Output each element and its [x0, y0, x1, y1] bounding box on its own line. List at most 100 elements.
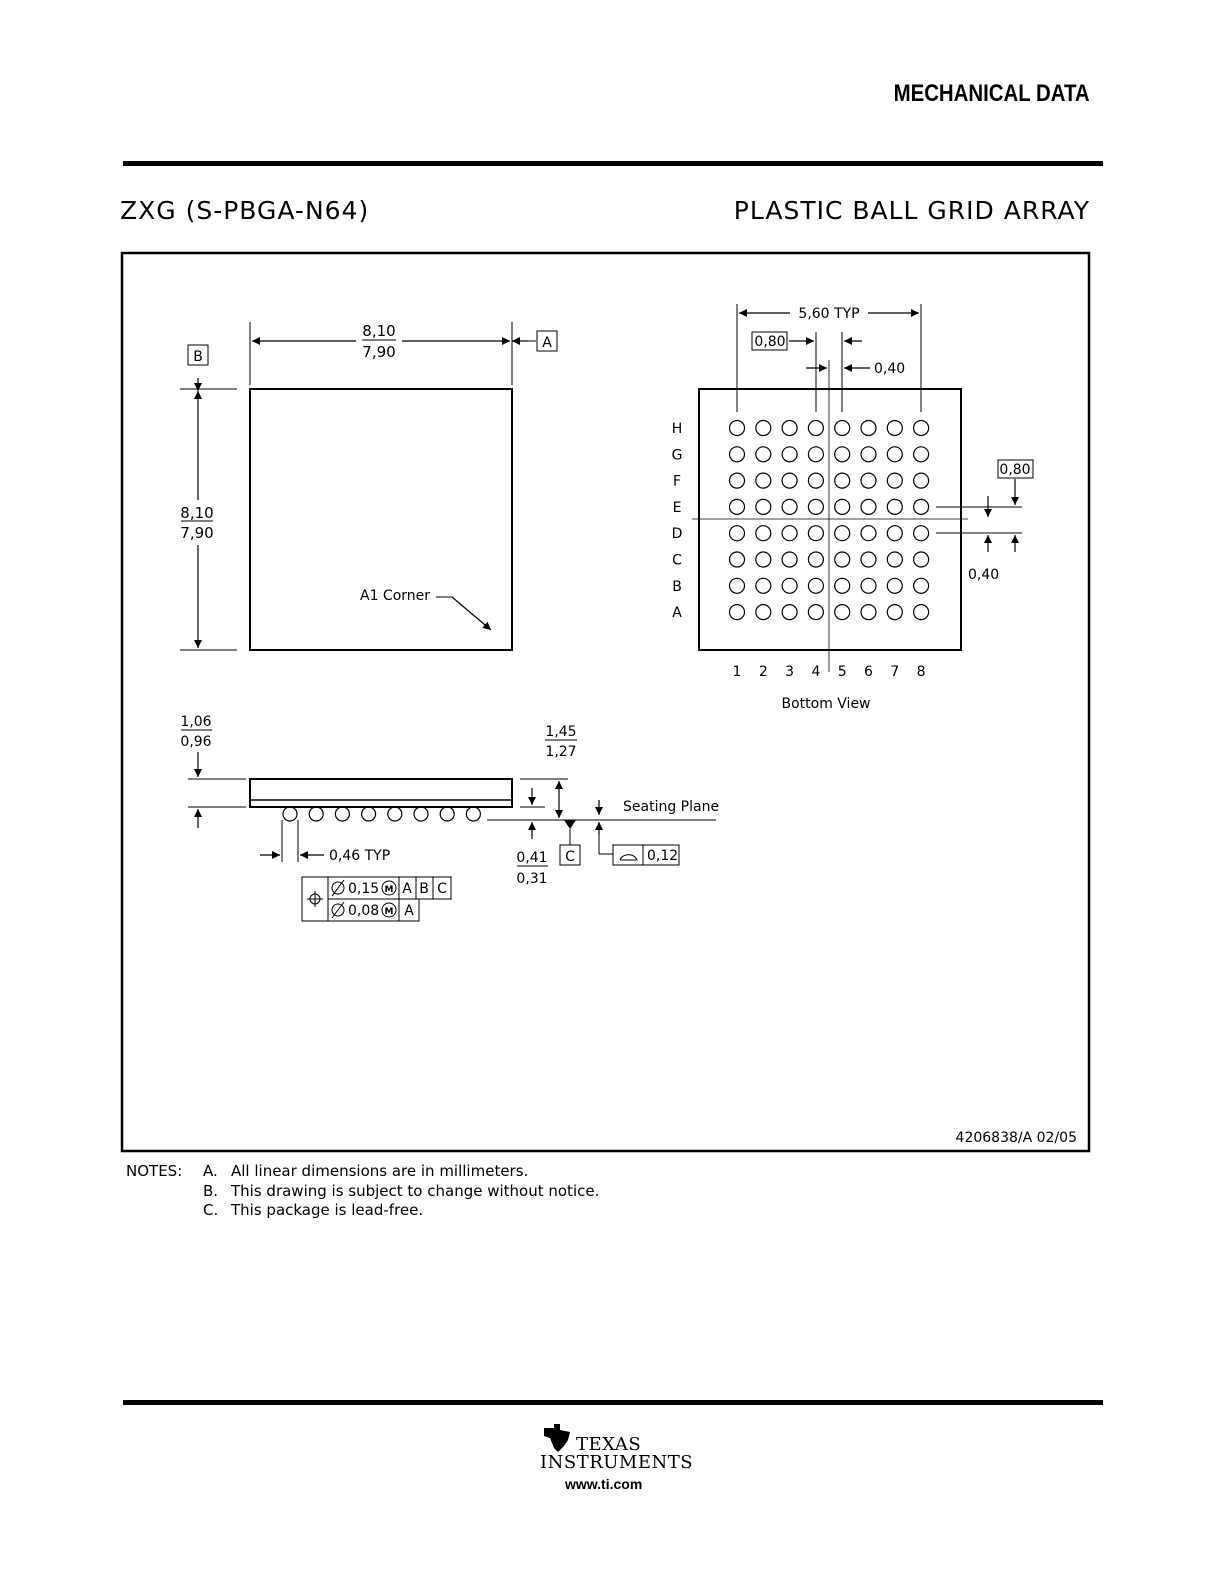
ti-state-icon: [544, 1424, 570, 1452]
ball-H4: [807, 419, 825, 437]
ball-H1: [728, 419, 746, 437]
ball-C4: [807, 551, 825, 568]
ball-B1: [728, 577, 746, 594]
ball-C8: [912, 551, 930, 568]
package-body-side: [249, 778, 513, 808]
side-ball: [334, 806, 350, 822]
ball-B7: [886, 577, 903, 594]
standoff-max: 0,41: [516, 850, 547, 866]
body-thickness-max: 1,06: [180, 714, 211, 730]
package-outline-top: [249, 388, 513, 651]
note-letter: C.: [203, 1201, 219, 1219]
pitch-x: 0,80: [754, 334, 785, 350]
ball-D3: [781, 525, 798, 542]
ball-F6: [860, 472, 877, 489]
column-label-3: 3: [785, 664, 794, 680]
ball-C7: [886, 551, 903, 568]
ball-H8: [912, 419, 930, 437]
side-ball: [387, 806, 403, 822]
svg-text:M: M: [385, 907, 394, 917]
pitch-x-box: [751, 331, 788, 351]
ball-C5: [834, 551, 851, 568]
ball-D8: [912, 525, 930, 542]
footer-rule: [123, 1400, 1103, 1405]
total-height-min: 1,27: [545, 744, 576, 760]
ball-D5: [834, 525, 851, 542]
ball-G4: [807, 446, 825, 463]
drawing-number: 4206838/A 02/05: [956, 1130, 1077, 1146]
body-thickness-min: 0,96: [180, 734, 211, 750]
ball-E8: [912, 498, 930, 515]
package-outline-bottom: [698, 388, 962, 651]
side-ball: [465, 806, 481, 822]
column-label-2: 2: [759, 664, 768, 680]
note-item: A.All linear dimensions are in millimete…: [203, 1162, 599, 1182]
package-id: ZXG (S-PBGA-N64): [120, 196, 370, 225]
note-letter: B.: [203, 1181, 219, 1200]
ball-C6: [860, 551, 877, 568]
ti-url[interactable]: www.ti.com: [565, 1476, 643, 1492]
tolerance-1-ref-c: C: [437, 881, 447, 897]
flatness-value: 0,12: [647, 848, 678, 864]
ball-D7: [886, 525, 903, 542]
ti-logo-line2: INSTRUMENTS: [540, 1452, 694, 1473]
ball-E4: [807, 498, 825, 515]
side-ball: [413, 806, 429, 822]
svg-text:M: M: [385, 885, 394, 895]
ball-B6: [860, 577, 877, 594]
width-min: 7,90: [362, 343, 395, 361]
ball-E6: [860, 498, 877, 515]
ball-grid: [728, 419, 930, 621]
side-balls: [282, 806, 481, 822]
pitch-y: 0,80: [999, 462, 1030, 478]
column-label-1: 1: [733, 664, 742, 680]
note-item: C.This package is lead-free.: [203, 1201, 599, 1221]
datum-b-box: [187, 344, 209, 366]
ball-F1: [728, 472, 746, 489]
section-title: MECHANICAL DATA: [893, 80, 1090, 107]
ball-G7: [886, 446, 903, 463]
total-height-max: 1,45: [545, 724, 576, 740]
package-type: PLASTIC BALL GRID ARRAY: [733, 196, 1090, 225]
column-label-6: 6: [864, 664, 873, 680]
ball-G8: [912, 446, 930, 463]
ball-A2: [755, 603, 772, 621]
ball-B4: [807, 577, 825, 594]
offset-y: 0,40: [968, 567, 999, 583]
tolerance-1-ref-a: A: [402, 881, 412, 897]
row-label-B: B: [672, 579, 682, 595]
tolerance-1-ref-b: B: [419, 881, 429, 897]
standoff-min: 0,31: [516, 871, 547, 887]
pitch-y-box: [997, 459, 1034, 479]
seating-plane-label: Seating Plane: [623, 799, 719, 815]
ball-F5: [834, 472, 851, 489]
side-ball: [282, 806, 298, 822]
ball-C2: [755, 551, 772, 568]
ball-B3: [781, 577, 798, 594]
ball-F4: [807, 472, 825, 489]
span-label: 5,60 TYP: [798, 306, 859, 322]
ball-E3: [781, 498, 798, 515]
diameter-icon: [331, 881, 345, 895]
datum-b: B: [193, 349, 203, 365]
ball-D1: [728, 525, 746, 542]
ball-F3: [781, 472, 798, 489]
width-max: 8,10: [362, 322, 395, 340]
row-label-H: H: [672, 421, 683, 437]
bottom-view-caption: Bottom View: [781, 696, 870, 712]
ball-G5: [834, 446, 851, 463]
mmc-icon: [381, 880, 397, 896]
top-view: 8,10 7,90 A 8,10 7,90 B A1 Corner: [180, 322, 558, 651]
ball-F8: [912, 472, 930, 489]
a1-corner-label: A1 Corner: [360, 588, 430, 604]
datum-a: A: [542, 335, 552, 351]
ball-A1: [728, 603, 746, 621]
ball-E1: [728, 498, 746, 515]
tolerance-2-ref-a: A: [404, 903, 414, 919]
ball-A7: [886, 603, 903, 621]
ball-C3: [781, 551, 798, 568]
row-label-C: C: [672, 553, 682, 569]
ball-H6: [860, 419, 877, 437]
